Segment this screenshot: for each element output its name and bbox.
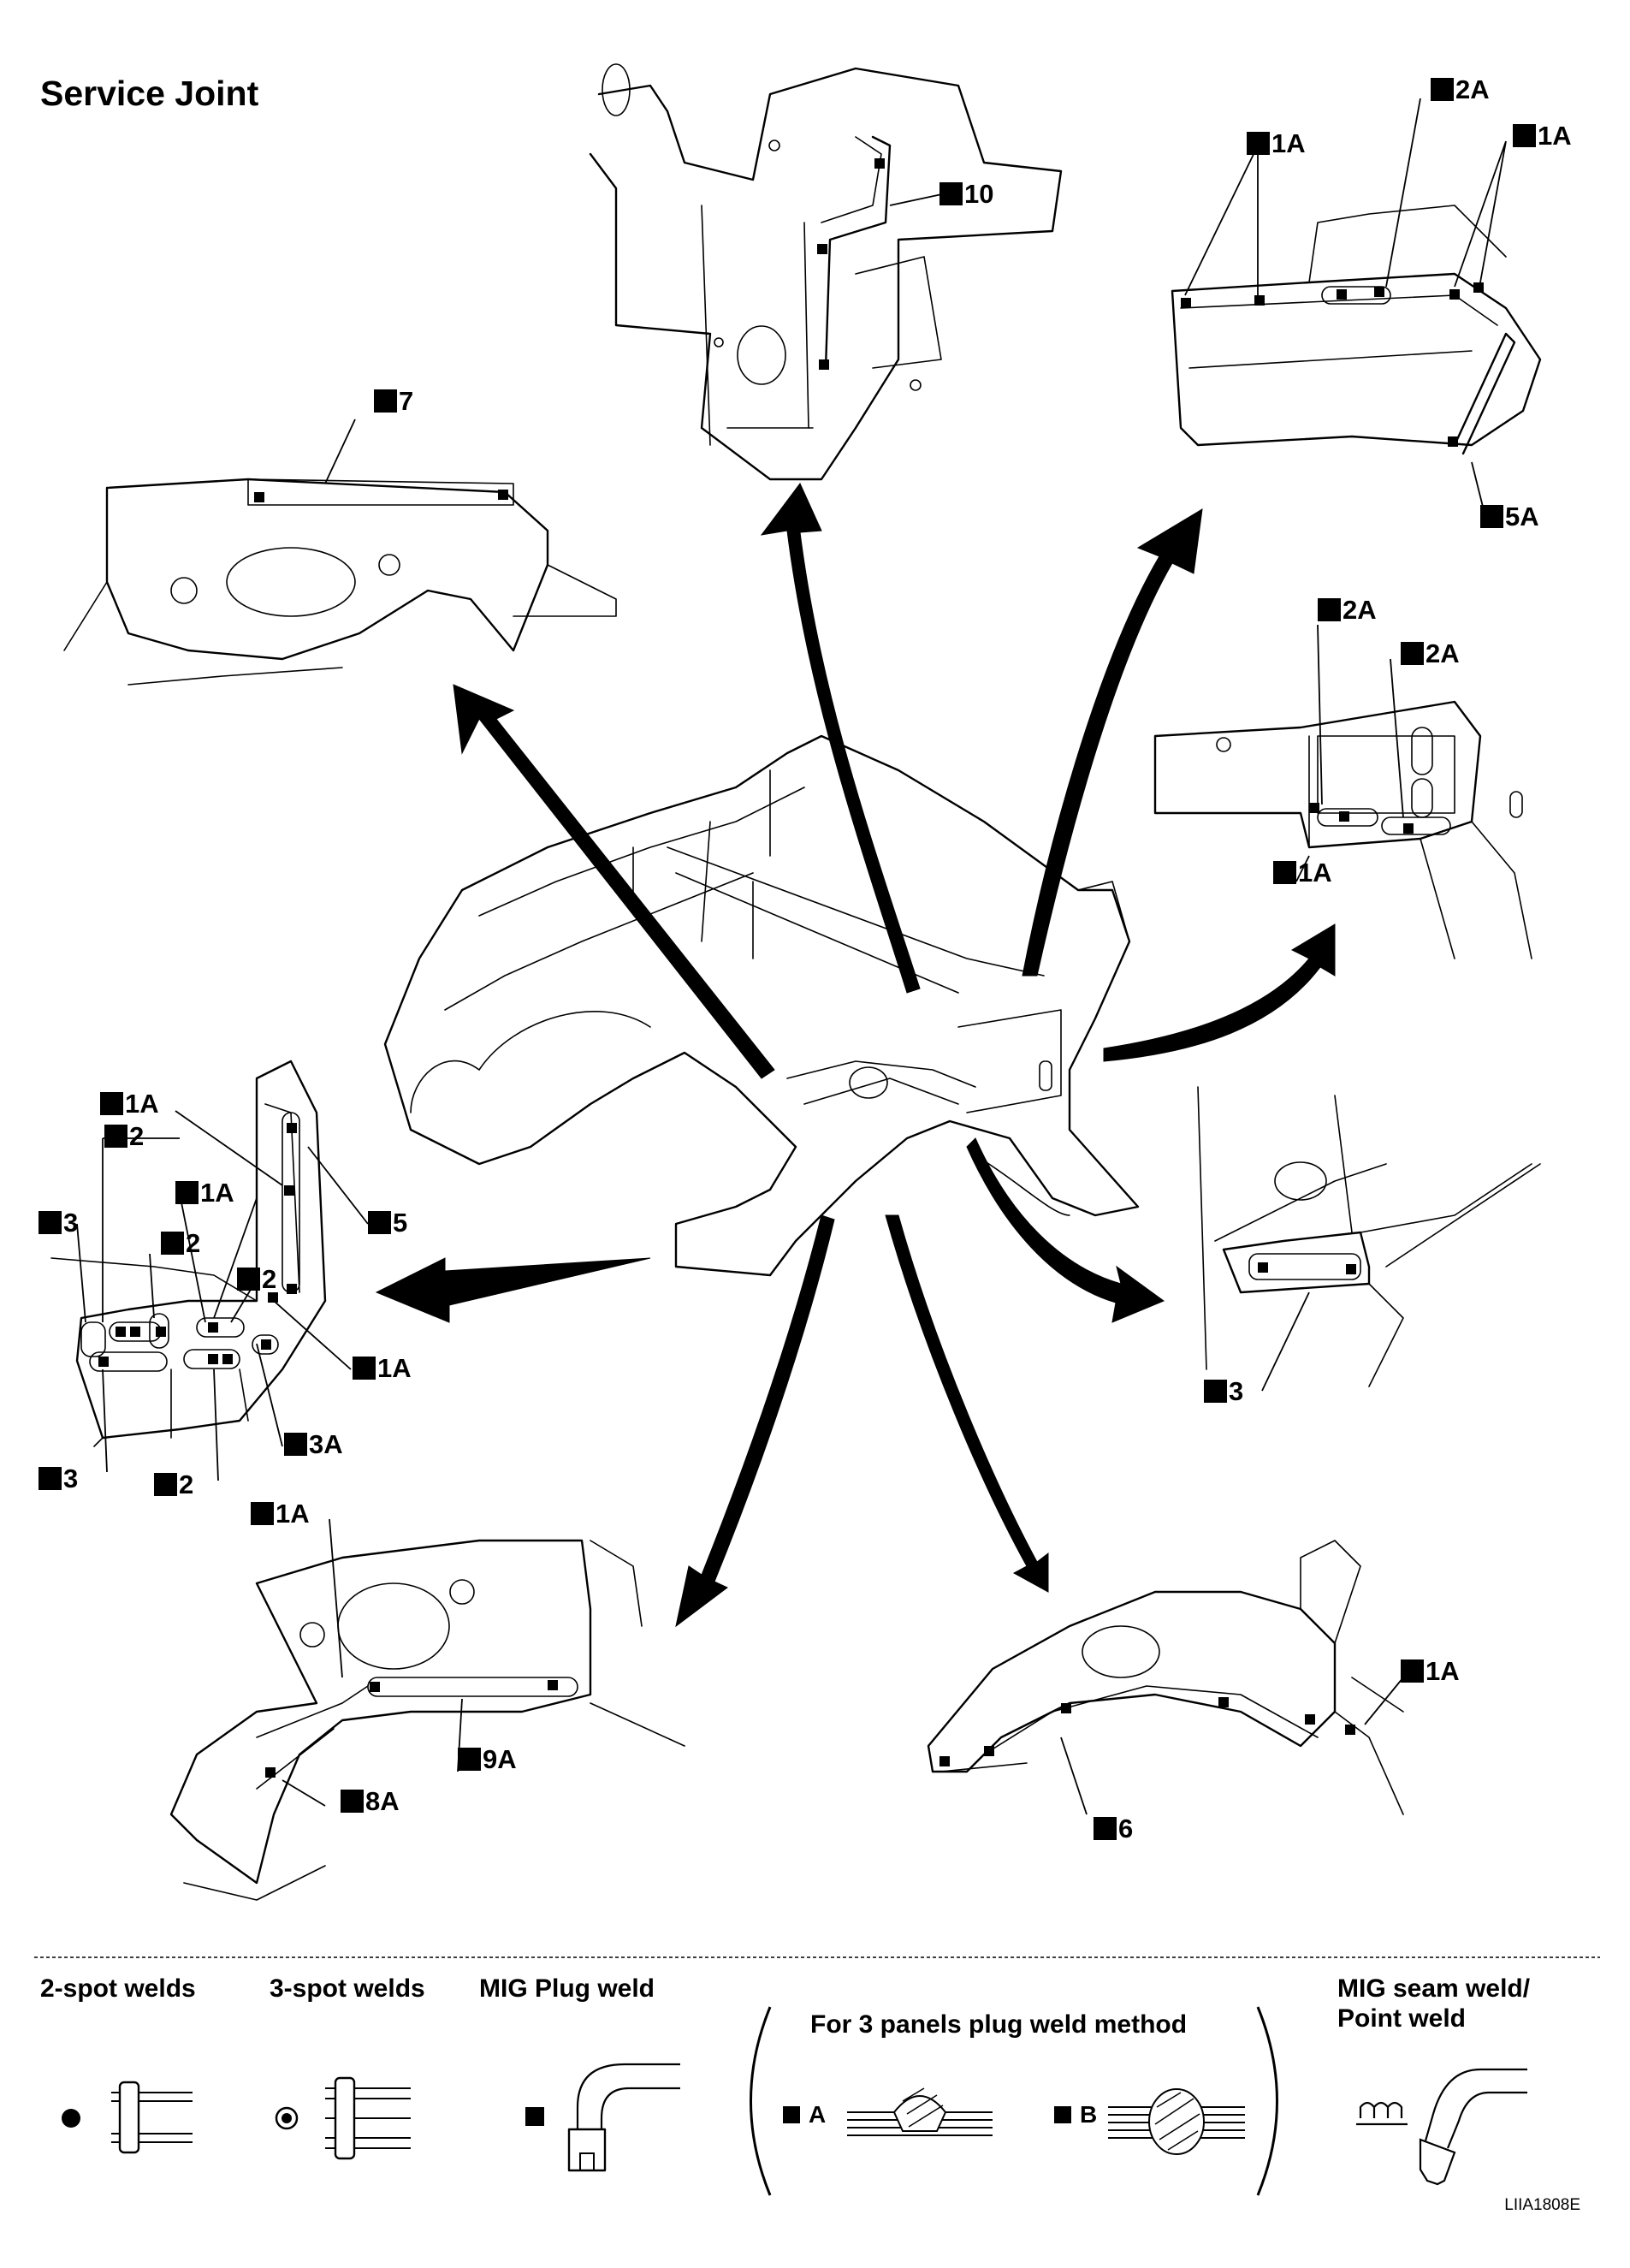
plug-weld-square-icon (783, 2106, 800, 2123)
detail-top-left (63, 419, 617, 686)
plug-weld-method-b-icon (1108, 2088, 1245, 2155)
weld-marker-icon (1401, 1659, 1424, 1683)
plug-weld-method-a-icon (847, 2087, 993, 2136)
plug-weld-square-icon (1054, 2106, 1071, 2123)
weld-marker-icon (284, 1433, 307, 1456)
bracket-right-icon (1256, 2006, 1278, 2196)
weld-marker-icon (104, 1125, 127, 1148)
mig-seam-torch-icon (1419, 2068, 1527, 2186)
weld-marker-icon (1094, 1817, 1117, 1840)
weld-marker-icon (100, 1092, 123, 1115)
legend-mig-plug-weld: MIG Plug weld (479, 1974, 655, 2003)
two-spot-weld-icon (111, 2081, 193, 2154)
weld-marker-icon (374, 389, 397, 413)
weld-marker-icon (251, 1502, 274, 1525)
legend-symbols (62, 2006, 1527, 2196)
legend-mig-seam-line-2: Point weld (1337, 2004, 1466, 2033)
legend-three-panels: For 3 panels plug weld method (810, 2010, 1188, 2039)
detail-top-right (1171, 98, 1542, 514)
mig-plug-weld-icon (567, 2063, 680, 2172)
weld-marker-icon (1431, 78, 1454, 101)
weld-label-9a: 9A (458, 1746, 517, 1772)
front-body-structure (383, 734, 1140, 1277)
spot-weld-dot-icon (62, 2109, 80, 2128)
weld-label-3a: 3A (284, 1431, 343, 1458)
weld-marker-icon (1318, 598, 1341, 621)
weld-label-1a-bottom-right: 1A (1401, 1658, 1460, 1684)
figure-code: LIIA1808E (1504, 2196, 1580, 2214)
weld-marker-icon (237, 1268, 260, 1291)
weld-label-2a-mid-right-1: 2A (1318, 597, 1377, 623)
weld-label-3-left: 3 (39, 1209, 78, 1236)
weld-marker-icon (1247, 132, 1270, 155)
weld-marker-icon (458, 1748, 481, 1771)
weld-label-3-right: 3 (1204, 1378, 1243, 1404)
legend-method-a: A (783, 2101, 826, 2128)
weld-marker-icon (341, 1790, 364, 1813)
weld-label-1a-left-mid: 1A (175, 1179, 234, 1206)
legend-mig-seam-weld: MIG seam weld/ Point weld (1337, 1974, 1530, 2033)
weld-marker-icon (1480, 505, 1503, 528)
detail-left-middle (50, 1060, 369, 1481)
weld-label-1a-bottom-left: 1A (251, 1500, 310, 1527)
legend-three-spot-welds: 3-spot welds (270, 1974, 425, 2003)
three-spot-weld-icon (325, 2076, 411, 2160)
weld-label-8a: 8A (341, 1788, 400, 1814)
bracket-left-icon (750, 2006, 772, 2196)
legend-two-spot-welds: 2-spot welds (40, 1974, 196, 2003)
weld-marker-icon (939, 182, 963, 205)
weld-marker-icon (175, 1181, 199, 1204)
weld-label-1a-top-right-left: 1A (1247, 130, 1306, 157)
weld-marker-icon (161, 1232, 184, 1255)
weld-marker-icon (353, 1357, 376, 1380)
weld-label-7: 7 (374, 388, 413, 414)
detail-mid-right (1153, 624, 1532, 959)
weld-label-2-left-top: 2 (104, 1123, 144, 1149)
weld-label-3-left-bottom: 3 (39, 1465, 78, 1492)
detail-bottom-left (169, 1518, 685, 1901)
legend-method-b: B (1054, 2101, 1097, 2128)
weld-marker-icon (1273, 861, 1296, 884)
weld-label-2-left-right: 2 (237, 1266, 276, 1292)
plug-weld-square-icon (525, 2107, 544, 2126)
weld-label-2-left-mid: 2 (161, 1230, 200, 1256)
weld-label-1a-left-top: 1A (100, 1090, 159, 1117)
page-title: Service Joint (40, 74, 259, 113)
weld-label-2a-top-right: 2A (1431, 76, 1490, 103)
weld-label-10: 10 (939, 181, 993, 207)
weld-marker-icon (39, 1211, 62, 1234)
weld-label-1a-mid-right: 1A (1273, 859, 1332, 886)
weld-marker-icon (154, 1473, 177, 1496)
callout-arrows (375, 483, 1336, 1628)
weld-marker-icon (1401, 642, 1424, 665)
weld-label-1a-left-right: 1A (353, 1355, 412, 1381)
weld-label-2-left-bottom: 2 (154, 1471, 193, 1498)
weld-marker-icon (1204, 1380, 1227, 1403)
detail-right-3 (1197, 1086, 1541, 1392)
detail-bottom-right (927, 1540, 1404, 1815)
weld-label-5: 5 (368, 1209, 407, 1236)
seam-weld-symbol-icon (1356, 2101, 1408, 2126)
weld-label-2a-mid-right-2: 2A (1401, 640, 1460, 667)
legend-mig-seam-line-1: MIG seam weld/ (1337, 1974, 1531, 2003)
detail-top-center (589, 63, 1063, 481)
weld-label-1a-top-right-right: 1A (1513, 122, 1572, 149)
weld-label-5a: 5A (1480, 503, 1539, 530)
weld-label-6: 6 (1094, 1815, 1133, 1842)
weld-marker-icon (1513, 124, 1536, 147)
weld-marker-icon (39, 1467, 62, 1490)
weld-marker-icon (368, 1211, 391, 1234)
